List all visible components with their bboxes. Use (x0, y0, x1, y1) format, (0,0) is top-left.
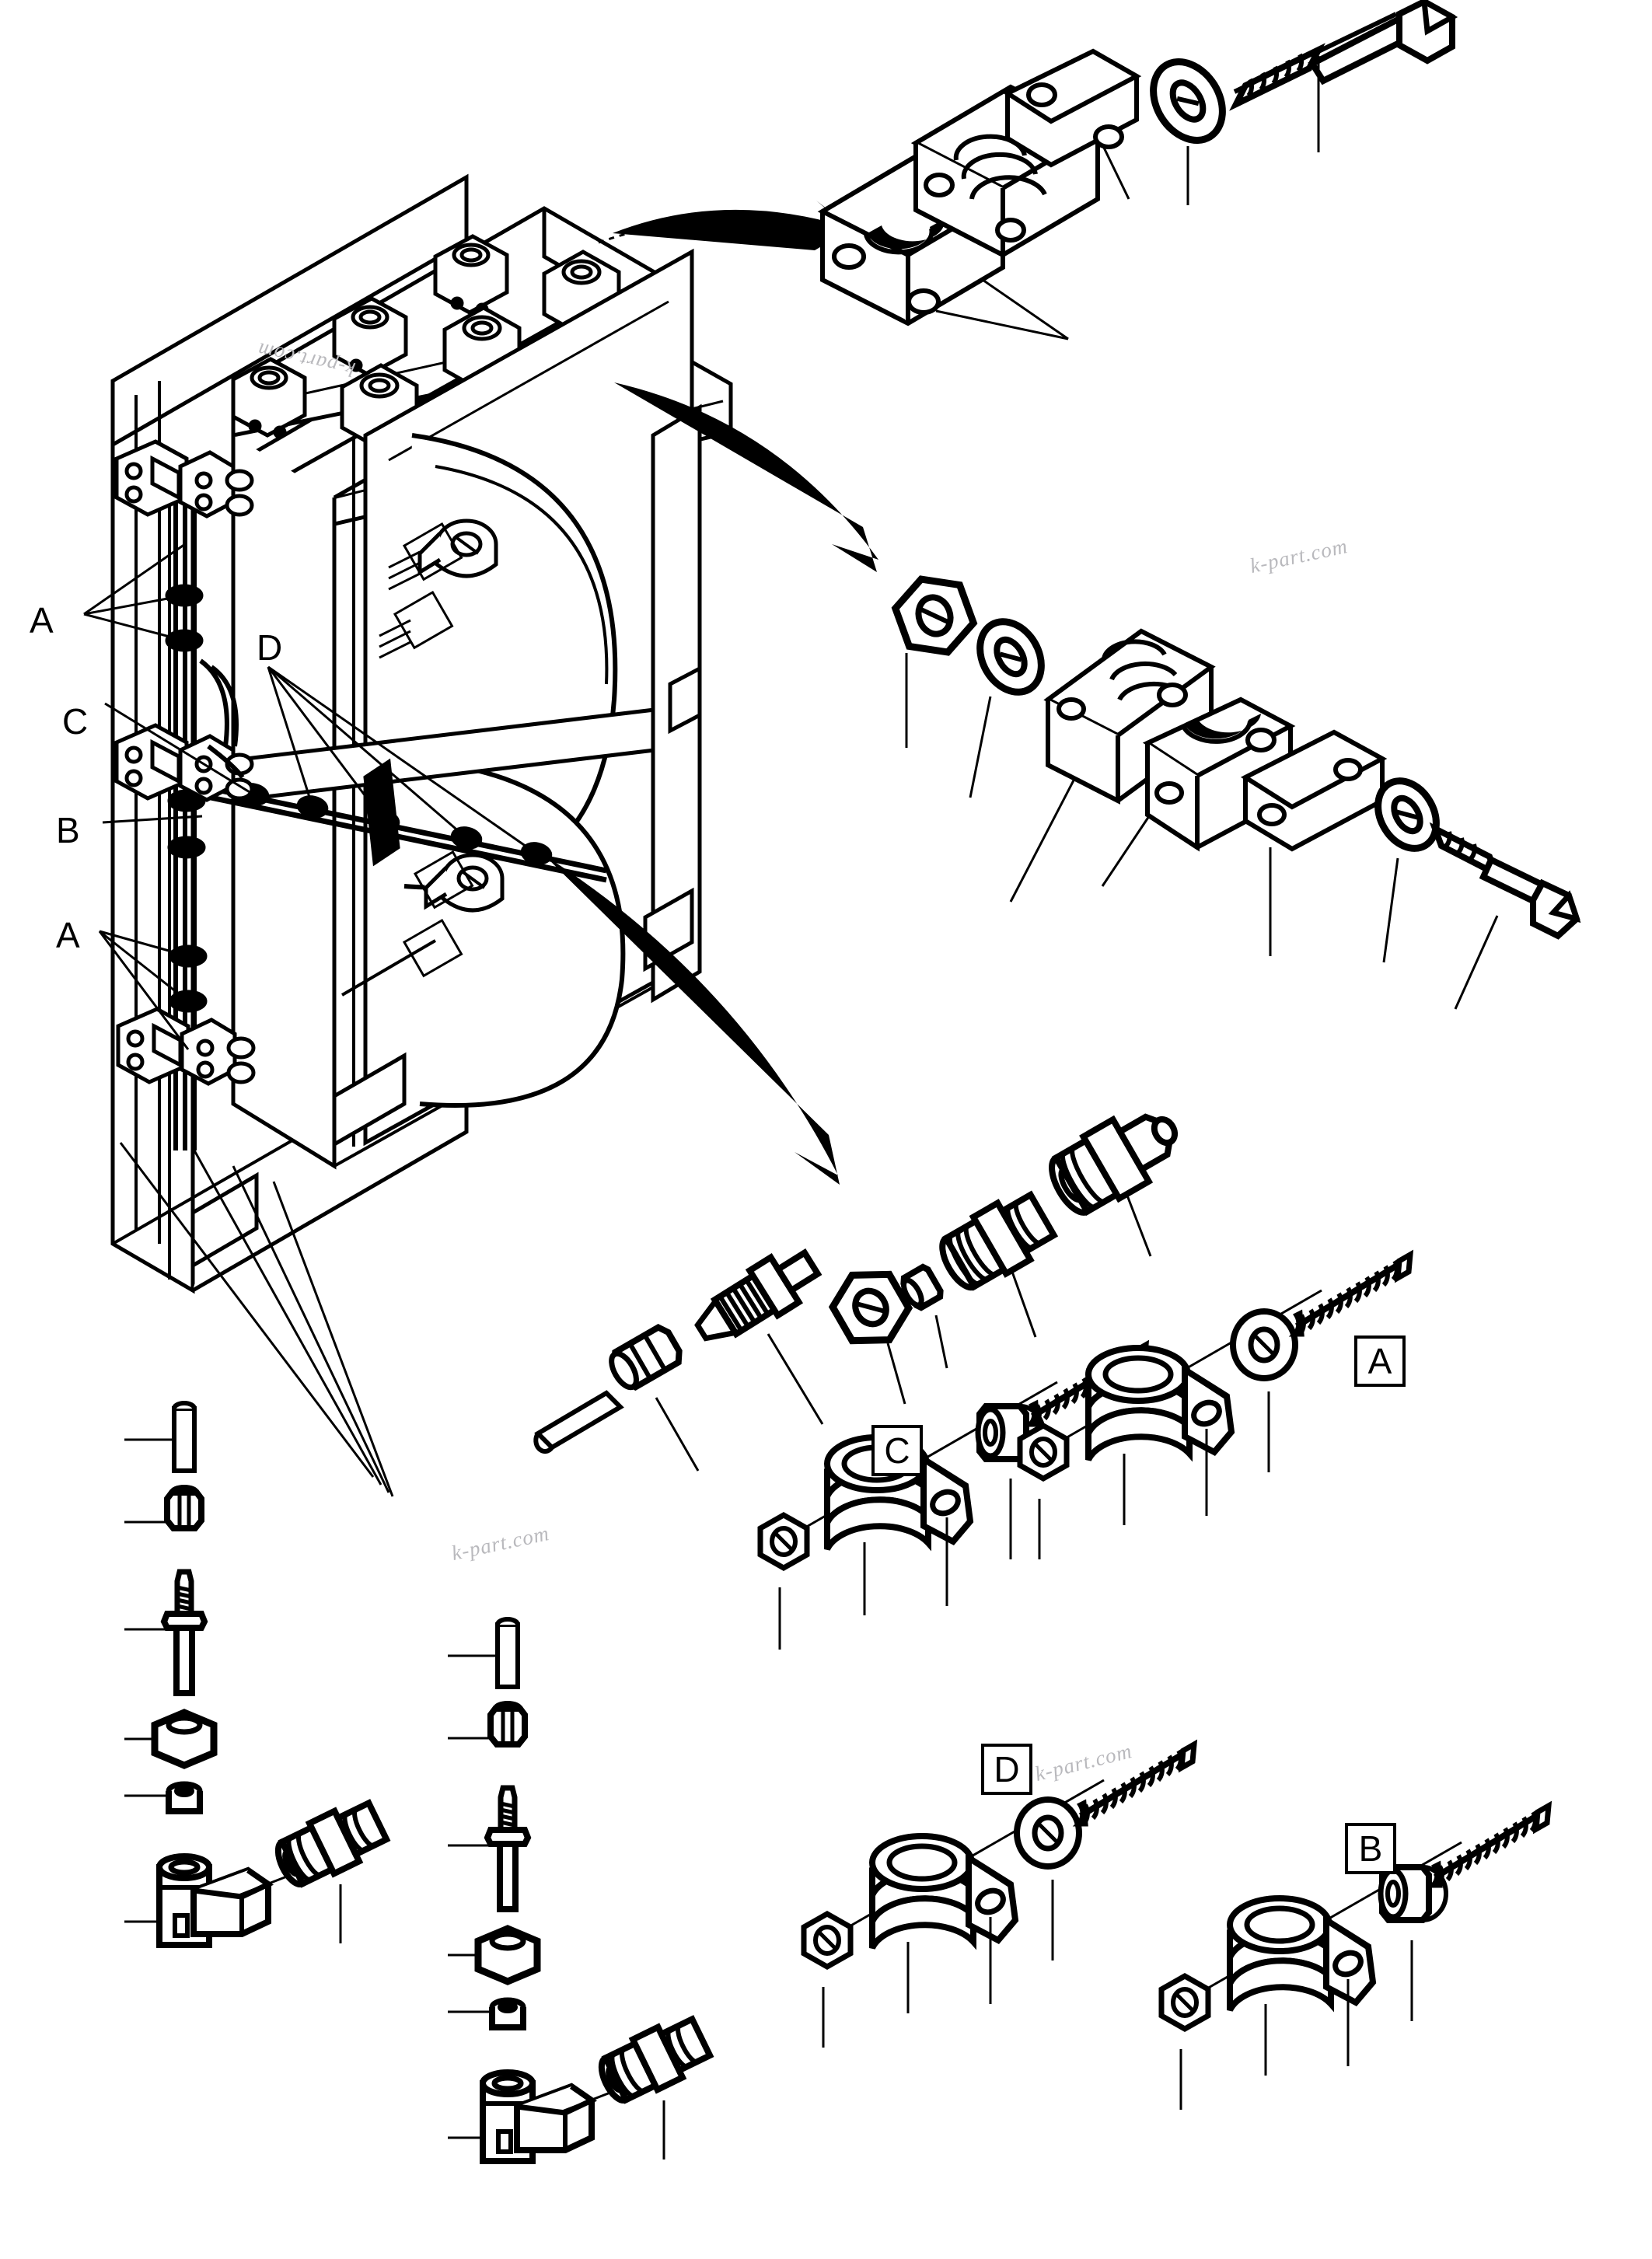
callout-b: B (56, 810, 80, 850)
cable-clamp-C (760, 1345, 1146, 1650)
cable-clamp-A (1020, 1255, 1410, 1559)
callout-a-lower: A (56, 915, 80, 955)
boxed-label-b: B (1345, 1823, 1396, 1874)
clamp-detail-mid (891, 575, 1581, 940)
elbow-left-leaders (124, 1438, 342, 1943)
boxed-label-c: C (871, 1425, 923, 1476)
hose-fitting-assembly (533, 1113, 1179, 1454)
callout-c: C (62, 701, 89, 742)
detail-arrows (544, 201, 878, 1185)
elbow-assembly-right (474, 1617, 714, 2164)
callout-leaders (83, 543, 537, 1497)
hose-fitting-leaders (655, 1195, 1152, 1472)
clamp-detail-mid-leaders (905, 653, 1499, 1010)
boxed-label-d: D (981, 1744, 1032, 1795)
cable-clamp-B (1161, 1806, 1549, 2110)
clamp-detail-top-leaders (935, 56, 1320, 340)
mast-frame-assembly (110, 173, 733, 1294)
clamp-detail-top (817, 0, 1458, 326)
elbow-right-leaders (448, 1654, 665, 2159)
cable-clamp-D (804, 1744, 1194, 2048)
boxed-label-a: A (1354, 1335, 1406, 1387)
callout-d: D (257, 627, 283, 668)
elbow-assembly-left (151, 1401, 391, 1948)
callout-a-upper: A (30, 600, 54, 641)
